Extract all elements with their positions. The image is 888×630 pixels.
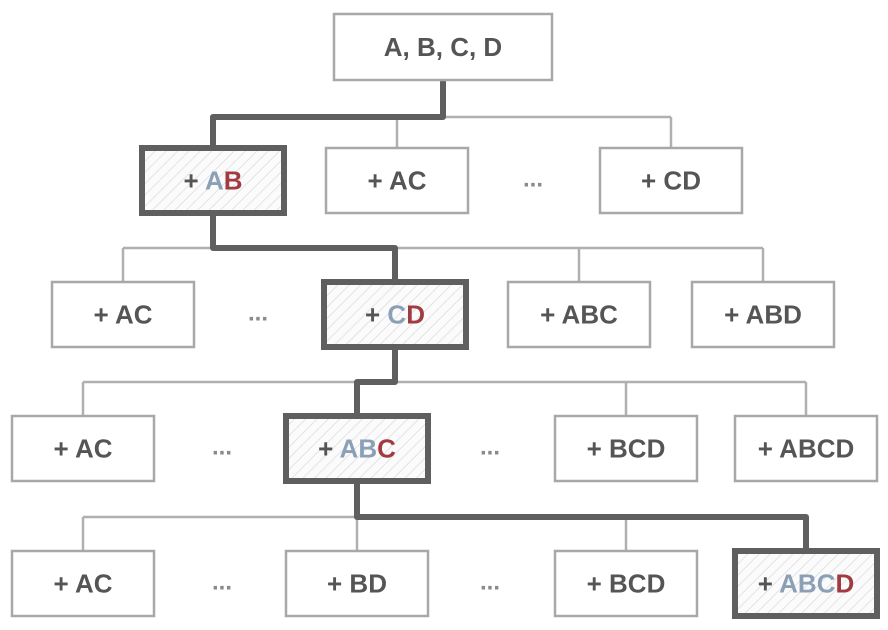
label-segment-dark: + CD xyxy=(641,166,701,196)
label-segment-dark: + BCD xyxy=(587,569,666,599)
node-label: + ABC xyxy=(318,434,396,464)
label-segment-dark: A, B, C, D xyxy=(384,32,502,62)
node-box xyxy=(284,549,430,618)
ellipsis: ... xyxy=(212,434,232,461)
ellipsis: ... xyxy=(248,300,268,327)
label-segment-dark: + AC xyxy=(94,300,153,330)
nodes: A, B, C, D+ AB+ AC...+ CD+ AC...+ CD+ AB… xyxy=(10,12,880,619)
selected-node-box xyxy=(283,413,431,484)
candidate-node: + BCD xyxy=(553,414,699,483)
label-segment-dark: + xyxy=(758,569,779,599)
node-label: + BCD xyxy=(587,569,666,599)
ellipsis: ... xyxy=(480,434,500,461)
label-segment-new: D xyxy=(836,569,855,599)
label-segment-dark: + AC xyxy=(54,434,113,464)
ellipsis: ... xyxy=(523,166,543,193)
node-box xyxy=(10,414,156,483)
label-segment-new: D xyxy=(406,300,425,330)
label-segment-dark: + xyxy=(183,166,204,196)
label-segment-dark: + xyxy=(365,300,387,330)
ellipsis: ... xyxy=(480,569,500,596)
node-label: + AC xyxy=(368,166,427,196)
node-box xyxy=(50,280,196,349)
node-box xyxy=(324,146,470,215)
node-label: + ABD xyxy=(724,300,802,330)
label-segment-dark: + ABCD xyxy=(758,434,855,464)
node-label: + ABC xyxy=(540,300,618,330)
selected-node: + AB xyxy=(139,145,287,216)
node-box xyxy=(506,280,652,349)
label-segment-old: C xyxy=(387,300,406,330)
candidate-node: + AC xyxy=(50,280,196,349)
node-label: + AC xyxy=(54,569,113,599)
label-segment-dark: + AC xyxy=(54,569,113,599)
root-node: A, B, C, D xyxy=(332,12,554,82)
node-label: + AB xyxy=(183,166,242,196)
node-box xyxy=(332,12,554,82)
edges xyxy=(81,80,809,551)
node-label: + ABCD xyxy=(758,434,855,464)
node-label: + CD xyxy=(365,300,425,330)
candidate-node: + AC xyxy=(10,549,156,618)
node-box xyxy=(733,414,879,483)
selected-path-edge xyxy=(210,80,446,148)
selected-node: + CD xyxy=(321,279,469,350)
label-segment-dark: + BCD xyxy=(587,434,666,464)
node-box xyxy=(10,549,156,618)
candidate-node: + BCD xyxy=(553,549,699,618)
label-segment-dark: + xyxy=(318,434,339,464)
label-segment-new: C xyxy=(377,434,396,464)
node-label: + CD xyxy=(641,166,701,196)
ellipsis: ... xyxy=(212,569,232,596)
label-segment-dark: + ABC xyxy=(540,300,618,330)
selected-path-edge xyxy=(354,347,398,416)
candidate-node: + BD xyxy=(284,549,430,618)
selected-path-edge xyxy=(210,213,398,282)
node-label: + BD xyxy=(327,569,387,599)
label-segment-old: ABC xyxy=(779,569,836,599)
candidate-node: + CD xyxy=(598,146,744,215)
node-label: + ABCD xyxy=(758,569,855,599)
node-box xyxy=(598,146,744,215)
label-segment-dark: + ABD xyxy=(724,300,802,330)
label-segment-new: B xyxy=(224,166,243,196)
candidate-node: + ABD xyxy=(690,280,836,349)
node-box xyxy=(553,414,699,483)
candidate-node: + AC xyxy=(10,414,156,483)
candidate-node: + ABC xyxy=(506,280,652,349)
label-segment-dark: + BD xyxy=(327,569,387,599)
node-label: A, B, C, D xyxy=(384,32,502,62)
selected-node-box xyxy=(139,145,287,216)
label-segment-old: AB xyxy=(340,434,378,464)
selected-path-edge xyxy=(354,481,809,551)
selected-node: + ABCD xyxy=(732,548,880,619)
label-segment-dark: + AC xyxy=(368,166,427,196)
node-box xyxy=(690,280,836,349)
selected-node: + ABC xyxy=(283,413,431,484)
node-box xyxy=(553,549,699,618)
selected-node-box xyxy=(732,548,880,619)
node-label: + AC xyxy=(94,300,153,330)
label-segment-old: A xyxy=(205,166,224,196)
candidate-node: + ABCD xyxy=(733,414,879,483)
candidate-node: + AC xyxy=(324,146,470,215)
node-label: + BCD xyxy=(587,434,666,464)
node-label: + AC xyxy=(54,434,113,464)
selected-node-box xyxy=(321,279,469,350)
